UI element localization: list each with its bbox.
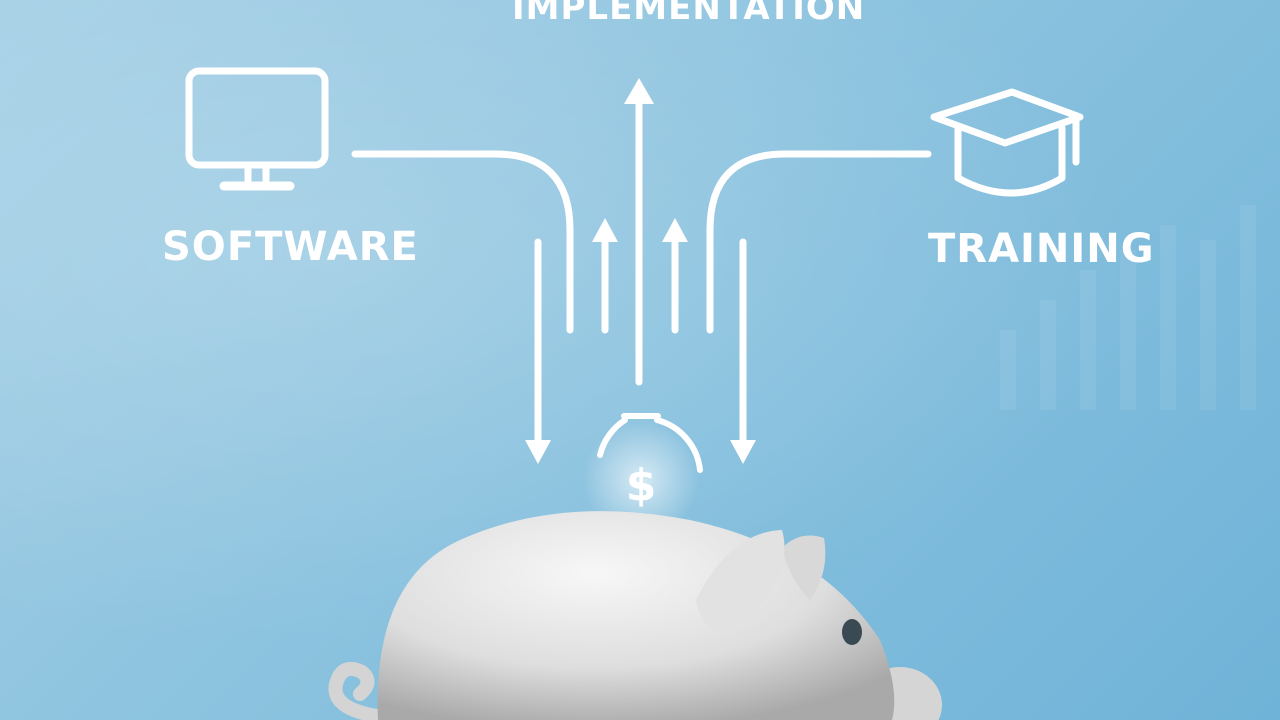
small-up-arrow-right bbox=[662, 218, 688, 334]
background-bars bbox=[1000, 205, 1256, 410]
down-arrow-left bbox=[525, 238, 551, 464]
implementation-label: IMPLEMENTATION bbox=[512, 0, 866, 28]
coin-symbol: $ bbox=[626, 460, 657, 511]
piggy-bank-icon bbox=[328, 511, 942, 720]
software-connector bbox=[351, 150, 574, 334]
training-connector bbox=[706, 150, 932, 334]
training-label: TRAINING bbox=[928, 226, 1155, 272]
piggy-tail bbox=[328, 662, 399, 720]
piggy-eye bbox=[842, 619, 862, 645]
coin-icon: $ bbox=[583, 413, 703, 538]
piggy-ear-back bbox=[782, 535, 826, 600]
software-label: SOFTWARE bbox=[162, 224, 419, 270]
implementation-arrow bbox=[624, 78, 654, 386]
arrows bbox=[525, 78, 756, 464]
connector-lines bbox=[351, 150, 932, 334]
monitor-icon bbox=[185, 67, 329, 191]
piggy-ear-front bbox=[696, 530, 785, 636]
small-up-arrow-left bbox=[592, 218, 618, 334]
down-arrow-right bbox=[730, 238, 756, 464]
graduation-cap-icon bbox=[930, 88, 1084, 197]
